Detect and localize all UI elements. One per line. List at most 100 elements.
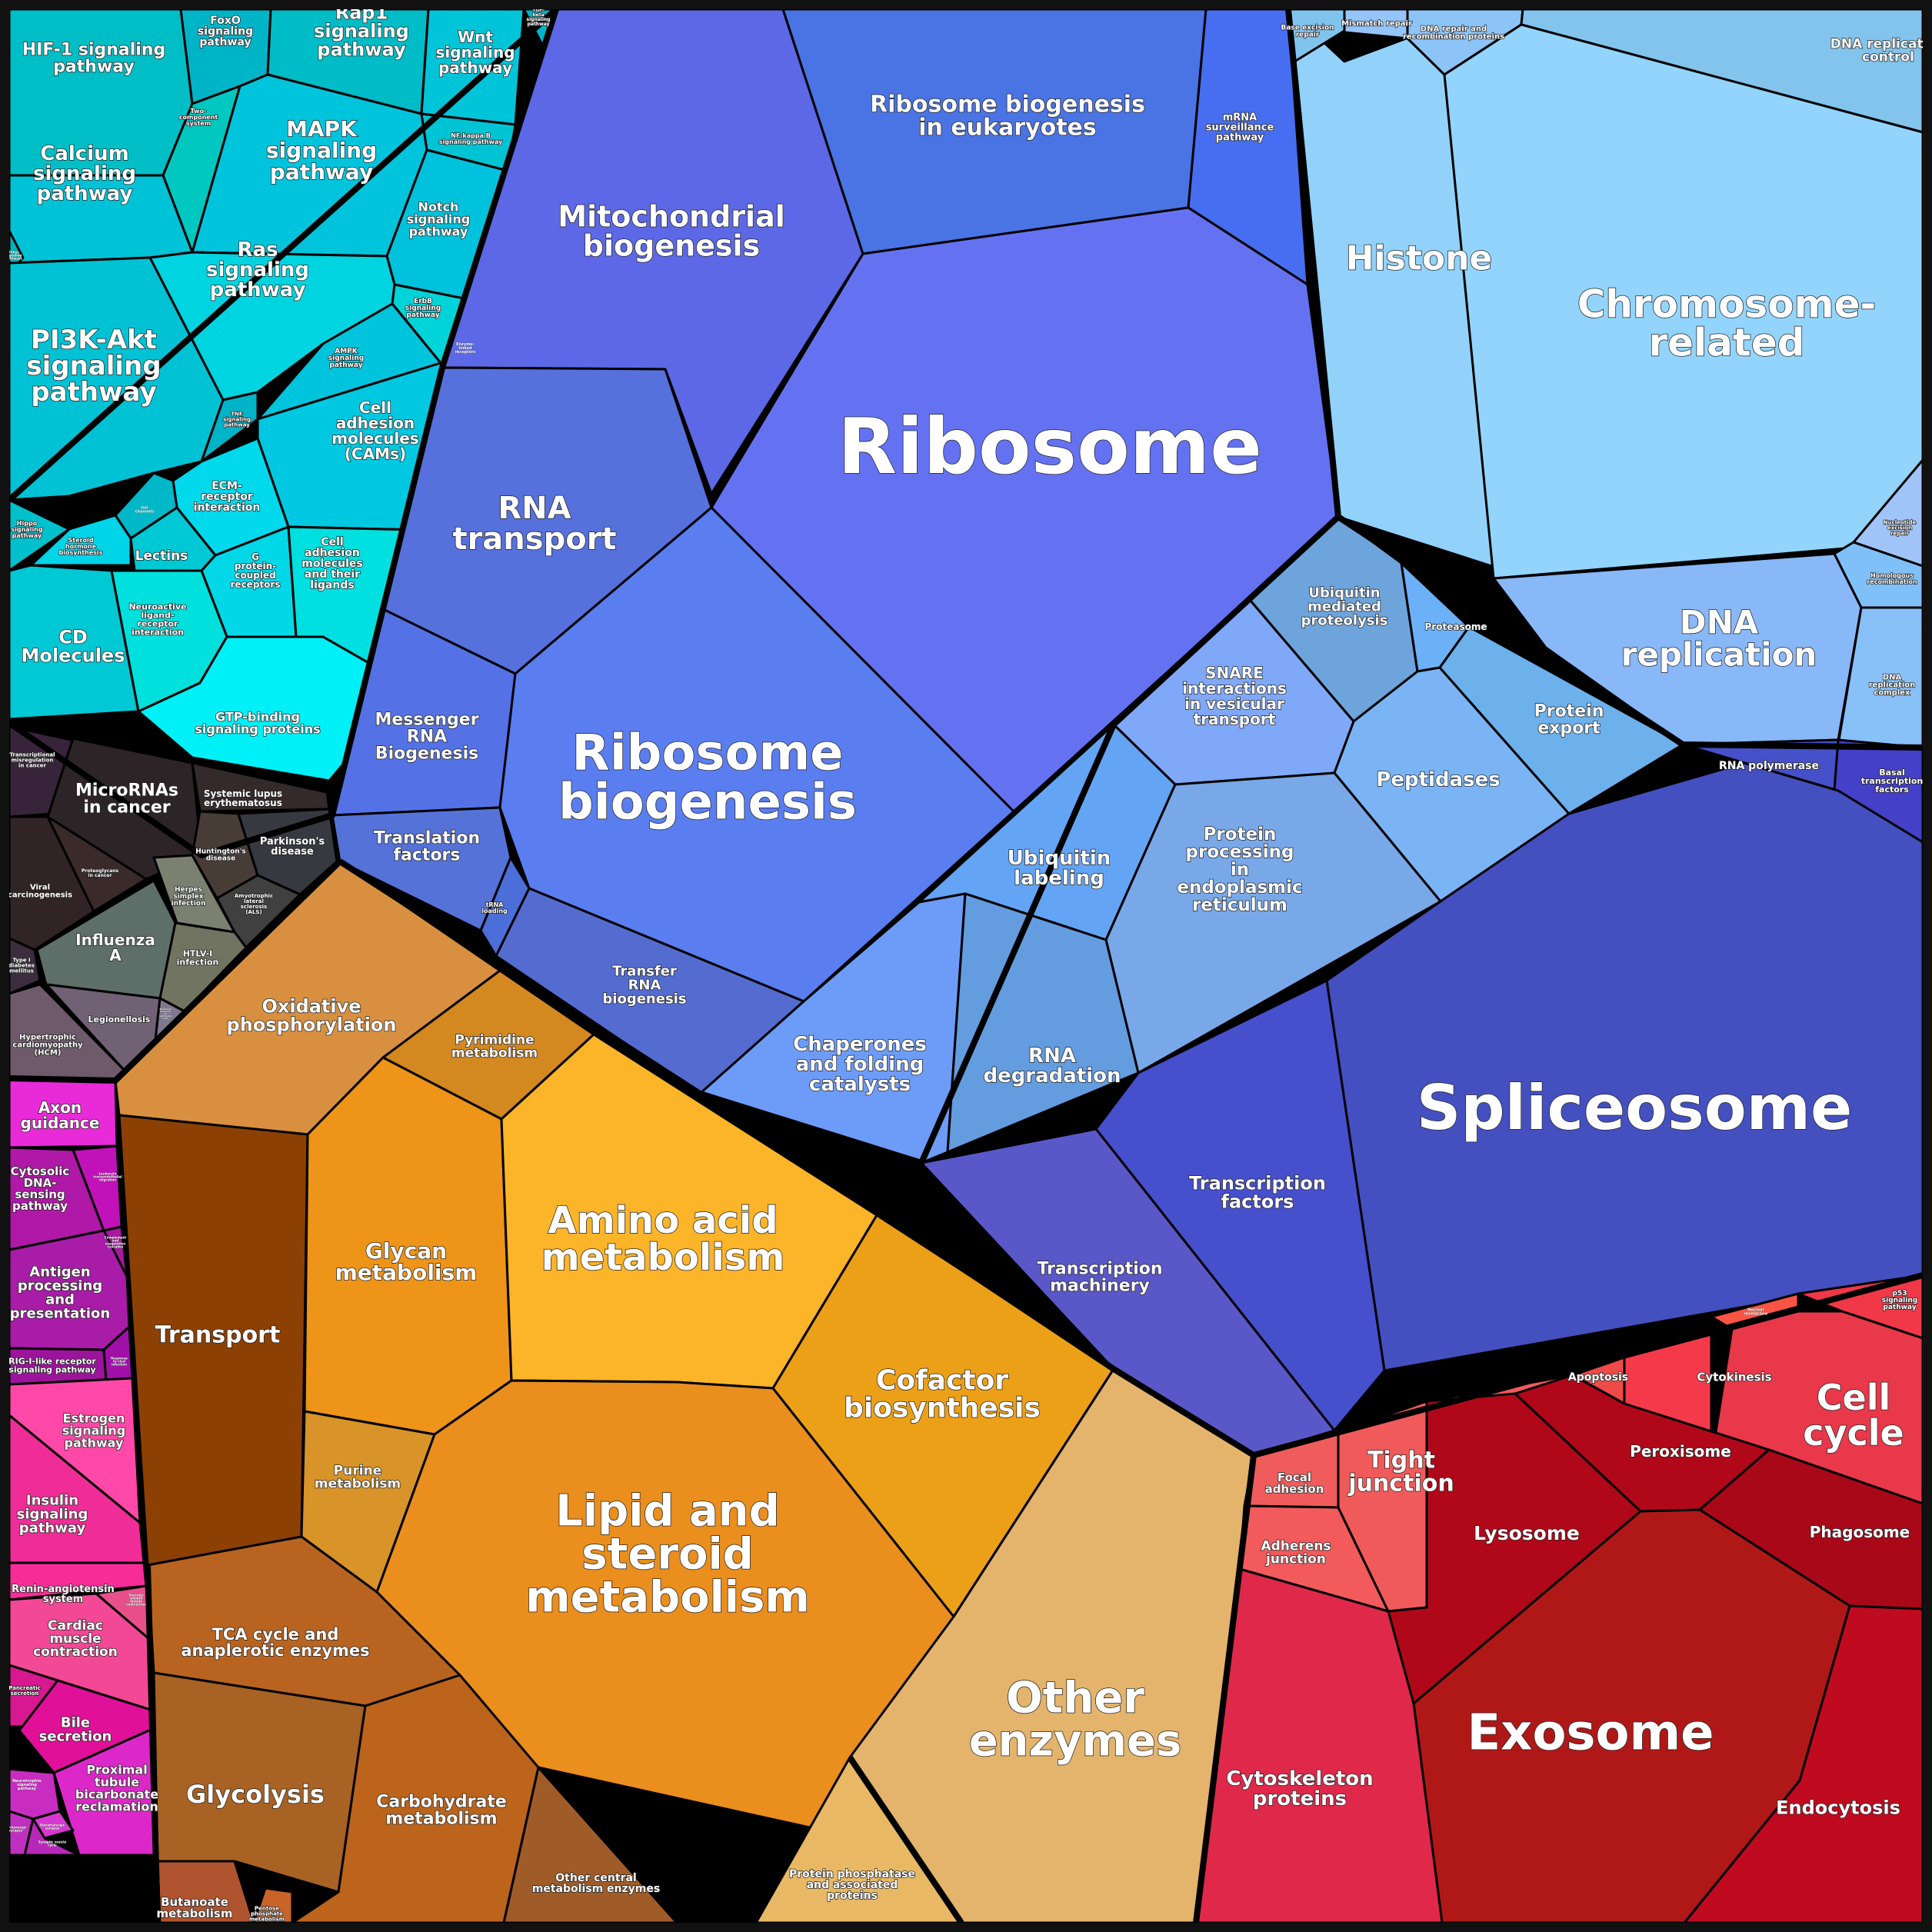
- cell-neurotroph[interactable]: [8, 1767, 62, 1820]
- cell-label-peptidases: Peptidases: [1376, 768, 1500, 791]
- cells-layer: [8, 8, 1924, 1924]
- group-border: [338, 858, 1257, 1924]
- cell-als[interactable]: [215, 874, 301, 949]
- cell-parkinson[interactable]: [237, 808, 338, 896]
- group-border: [1252, 1272, 1924, 1458]
- group-border: [1336, 514, 1924, 751]
- cell-synaptic[interactable]: [23, 1817, 81, 1857]
- cell-gtp[interactable]: [137, 635, 411, 782]
- cell-label-cytokinesis: Cytokinesis: [1697, 1370, 1771, 1384]
- cell-proteo[interactable]: [46, 815, 148, 913]
- cell-protproc[interactable]: [1104, 771, 1442, 1074]
- cell-label-legion: Legionellosis: [88, 1014, 151, 1024]
- cell-label-glycolysis: Glycolysis: [186, 1780, 325, 1809]
- cell-label-endocytosis: Endocytosis: [1776, 1797, 1900, 1818]
- group-border: [145, 1564, 161, 1924]
- group-border: [8, 859, 342, 1084]
- group-border: [847, 1755, 964, 1925]
- cell-label-proteasome: Proteasome: [1425, 621, 1487, 632]
- cell-label-phagosome: Phagosome: [1810, 1523, 1910, 1541]
- cell-label-histone: Histone: [1346, 238, 1493, 278]
- cell-pi3k[interactable]: [8, 256, 225, 501]
- cell-label-mismatch: Mismatch repair: [1341, 20, 1412, 28]
- cell-steroid[interactable]: [29, 514, 132, 567]
- cell-label-chromo: Chromosome-related: [1577, 282, 1877, 365]
- cell-transfac[interactable]: [1094, 979, 1386, 1432]
- cell-label-dnarepctl: DNA replicationcontrol: [1830, 36, 1932, 65]
- group-border: [7, 7, 558, 502]
- cell-label-rnapol: RNA polymerase: [1719, 760, 1819, 772]
